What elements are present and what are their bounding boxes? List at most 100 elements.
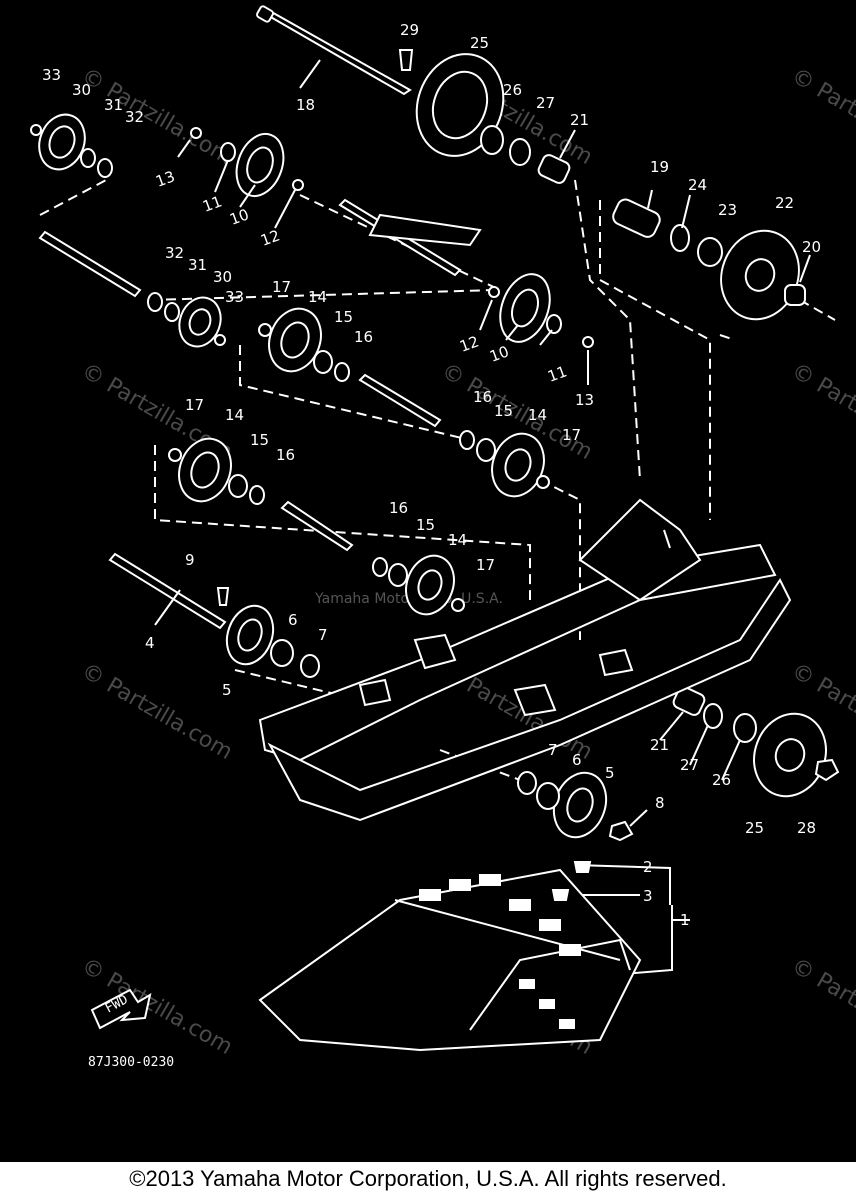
bearing-23 [697, 237, 723, 267]
collar-20 [784, 284, 806, 306]
callout-19: 19 [650, 158, 669, 176]
wheels [38, 53, 827, 839]
diagram-canvas: © Partzilla.com © Partzilla.com © Partzi… [30, 5, 856, 1070]
watermark: © Partzilla.com [787, 954, 856, 1061]
track-assembly [258, 861, 642, 1052]
callout-15: 15 [334, 308, 353, 326]
watermark: © Partzilla.com [77, 64, 237, 171]
callout-32: 32 [125, 108, 144, 126]
washer-16 [334, 362, 350, 382]
callout-17: 17 [272, 278, 291, 296]
exploded-parts-diagram: © Partzilla.com © Partzilla.com © Partzi… [0, 0, 856, 1162]
nut-12 [292, 179, 304, 191]
shafts [38, 5, 706, 716]
rail-upper [258, 543, 777, 762]
callout-1: 1 [680, 911, 690, 929]
callout-numbers: 1 2 3 4 5 5 6 6 7 7 8 9 10 10 11 11 12 1… [42, 21, 821, 929]
callout-30b: 30 [213, 268, 232, 286]
callout-25: 25 [470, 34, 489, 52]
collar-21 [537, 154, 571, 184]
washer-17 [258, 323, 272, 337]
washer-16-d [372, 557, 388, 577]
callout-15c: 15 [494, 402, 513, 420]
callout-26: 26 [503, 81, 522, 99]
bearing-6-b [536, 782, 560, 810]
clip-2 [573, 861, 592, 873]
washer-17-c [536, 475, 550, 489]
bearing-15-d [388, 563, 408, 587]
washer-27 [509, 138, 531, 166]
washer-16-b [249, 485, 265, 505]
bearing-15-b [228, 474, 248, 498]
shaft-4 [108, 552, 227, 630]
clip-3 [551, 889, 570, 901]
rail-bracket [578, 498, 702, 602]
callout-16c: 16 [473, 388, 492, 406]
washer-27-b [703, 703, 723, 729]
washer-11-b [546, 314, 562, 334]
small-parts [30, 124, 840, 842]
callout-6b: 6 [572, 751, 582, 769]
nut-33 [30, 124, 42, 136]
callout-15b: 15 [250, 431, 269, 449]
callout-2: 2 [643, 858, 653, 876]
callout-13: 13 [153, 167, 177, 190]
callout-18: 18 [296, 96, 315, 114]
callout-4: 4 [145, 634, 155, 652]
callout-17b: 17 [185, 396, 204, 414]
bearing-32-b [147, 292, 163, 312]
callout-5b: 5 [605, 764, 615, 782]
bearing-26 [480, 125, 504, 155]
callout-12: 12 [258, 226, 282, 249]
collar-21-lower [672, 686, 706, 716]
nut-13 [190, 127, 202, 139]
callout-7b: 7 [548, 741, 558, 759]
clip-9 [216, 587, 230, 606]
watermark: © Partzilla.com [787, 359, 856, 466]
callout-28: 28 [797, 819, 816, 837]
washer-17-b [168, 448, 182, 462]
shaft-left [38, 230, 142, 298]
callout-27b: 27 [680, 756, 699, 774]
bearing-32 [97, 158, 113, 178]
callout-32b: 32 [165, 244, 184, 262]
bearing-6 [270, 639, 294, 667]
cap-28 [814, 758, 840, 782]
callout-17c: 17 [562, 426, 581, 444]
bearing-26-b [733, 713, 757, 743]
callout-33: 33 [42, 66, 61, 84]
callout-16d: 16 [389, 499, 408, 517]
callout-15d: 15 [416, 516, 435, 534]
callout-8: 8 [655, 794, 665, 812]
clip-29 [398, 49, 414, 71]
callout-25b: 25 [745, 819, 764, 837]
nut-12-b [488, 286, 500, 298]
callout-31b: 31 [188, 256, 207, 274]
callout-27: 27 [536, 94, 555, 112]
callout-20: 20 [802, 238, 821, 256]
callout-9: 9 [185, 551, 195, 569]
shaft-16-lower [280, 500, 354, 552]
nut-13-b [582, 336, 594, 348]
watermark: © Partzilla.com [787, 64, 856, 171]
watermark: © Partzilla.com [77, 659, 237, 766]
callout-10: 10 [227, 205, 251, 228]
fwd-arrow-icon [90, 988, 152, 1030]
callout-3: 3 [643, 887, 653, 905]
collar-19 [612, 198, 661, 238]
washer-31 [80, 148, 96, 168]
callout-14b: 14 [225, 406, 244, 424]
callout-10b: 10 [487, 342, 511, 365]
callout-13b: 13 [575, 391, 594, 409]
washer-31-b [164, 302, 180, 322]
shaft-18 [259, 8, 412, 96]
rail-lower [267, 578, 792, 822]
callout-16: 16 [354, 328, 373, 346]
callout-21b: 21 [650, 736, 669, 754]
nut-33-b [214, 334, 226, 346]
washer-16-c [459, 430, 475, 450]
callout-6: 6 [288, 611, 298, 629]
callout-14c: 14 [528, 406, 547, 424]
callout-7: 7 [318, 626, 328, 644]
